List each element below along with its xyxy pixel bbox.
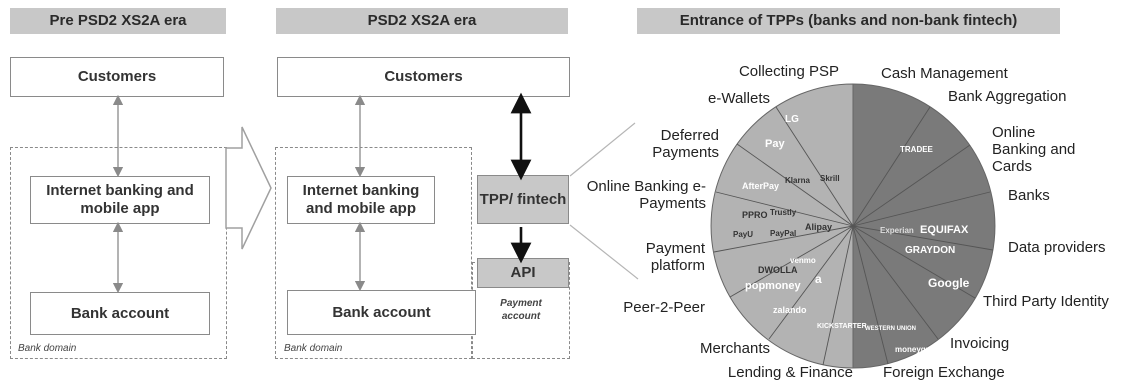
segment-label-e-wallets: e-Wallets — [708, 90, 770, 107]
panel2-bank-account-box: Bank account — [287, 290, 476, 335]
pie-logos: LG Pay AfterPay Klarna Skrill PPRO Trust… — [733, 114, 970, 354]
panel1-domain-label: Bank domain — [18, 343, 77, 354]
panel2-internet-banking-box: Internet banking and mobile app — [287, 176, 435, 224]
panel1-internet-banking-box: Internet banking and mobile app — [30, 176, 210, 224]
panel2-customers-box: Customers — [277, 57, 570, 97]
segment-label-cash-management: Cash Management — [881, 65, 1008, 82]
logo-paypal: PayPal — [770, 229, 796, 238]
pie-right-half — [852, 83, 996, 369]
panel3-header: Entrance of TPPs (banks and non-bank fin… — [637, 8, 1060, 34]
logo-moneygram: moneygram — [895, 345, 940, 354]
logo-zalando: zalando — [773, 305, 807, 315]
segment-label-merchants: Merchants — [699, 340, 770, 357]
logo-experian: Experian — [880, 226, 914, 235]
segment-label-data-providers: Data providers — [1008, 239, 1106, 256]
logo-alipay: Alipay — [805, 222, 832, 232]
panel2-domain-label: Bank domain — [284, 343, 343, 354]
segment-label-foreign-exchange: Foreign Exchange — [883, 364, 1005, 381]
segment-label-collecting-psp: Collecting PSP — [738, 63, 839, 80]
panel1-header: Pre PSD2 XS2A era — [10, 8, 226, 34]
logo-venmo: venmo — [790, 256, 816, 265]
logo-trustly: Trustly — [770, 208, 797, 217]
segment-label-payment-platform: Payment platform — [645, 240, 705, 274]
segment-label-lending-finance: Lending & Finance — [727, 364, 853, 381]
segment-label-online-banking-cards: Online Banking and Cards — [992, 124, 1076, 175]
logo-google: Google — [928, 276, 970, 290]
segment-label-peer-2-peer: Peer-2-Peer — [623, 299, 705, 316]
panel2-header: PSD2 XS2A era — [276, 8, 568, 34]
logo-dwolla: DWOLLA — [758, 265, 798, 275]
segment-label-online-banking-epayments: Online Banking e-Payments — [586, 178, 706, 212]
segment-label-banks: Banks — [1008, 187, 1050, 204]
logo-skrill: Skrill — [820, 174, 840, 183]
logo-klarna: Klarna — [785, 176, 810, 185]
logo-popmoney: popmoney — [745, 280, 801, 292]
logo-tradee: TRADEE — [900, 145, 934, 154]
logo-ppro: PPRO — [742, 210, 768, 220]
zoom-line-bottom — [569, 224, 639, 280]
segment-label-third-party-identity: Third Party Identity — [983, 293, 1109, 310]
pie-left-half — [710, 83, 854, 369]
logo-equifax: EQUIFAX — [920, 224, 969, 236]
pie-dividers — [713, 106, 994, 366]
segment-label-bank-aggregation: Bank Aggregation — [948, 88, 1067, 105]
panel1-customers-box: Customers — [10, 57, 224, 97]
logo-afterpay: AfterPay — [742, 181, 779, 191]
logo-payu: PayU — [733, 230, 753, 239]
logo-graydon: GRAYDON — [905, 245, 955, 256]
transition-arrow — [225, 126, 272, 250]
segment-label-deferred-payments: Deferred Payments — [652, 127, 719, 161]
zoom-line-top — [569, 122, 636, 177]
panel2-tpp-fintech-box: TPP/ fintech — [477, 175, 569, 224]
logo-lg: LG — [785, 114, 799, 125]
panel2-bank-domain — [275, 147, 472, 359]
logo-amazon: a — [815, 272, 822, 286]
logo-pay: Pay — [765, 138, 785, 150]
panel2-payment-account-label: Payment account — [500, 298, 542, 322]
segment-label-invoicing: Invoicing — [950, 335, 1010, 352]
logo-kickstarter: KICKSTARTER — [817, 323, 867, 330]
logo-western-union: WESTERN UNION — [865, 326, 916, 332]
